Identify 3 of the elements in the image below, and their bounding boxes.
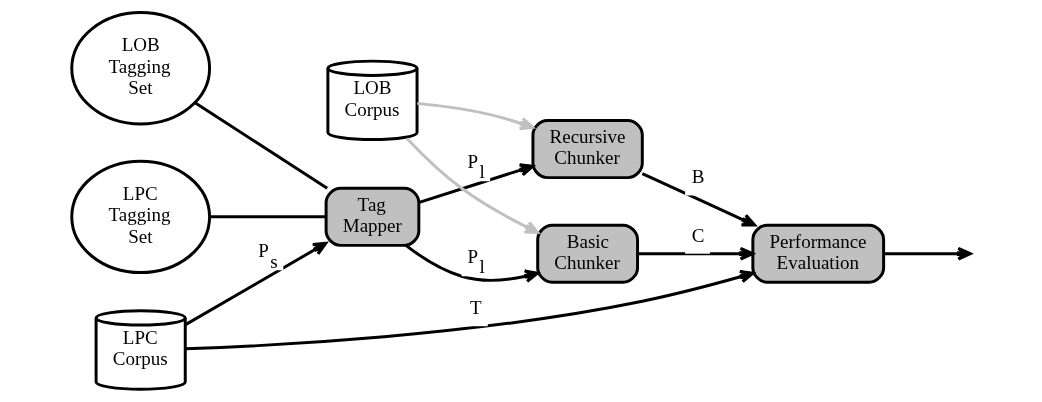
edge-label: B	[691, 166, 704, 188]
edge-label: C	[691, 224, 704, 246]
edge-label: T	[469, 297, 482, 319]
